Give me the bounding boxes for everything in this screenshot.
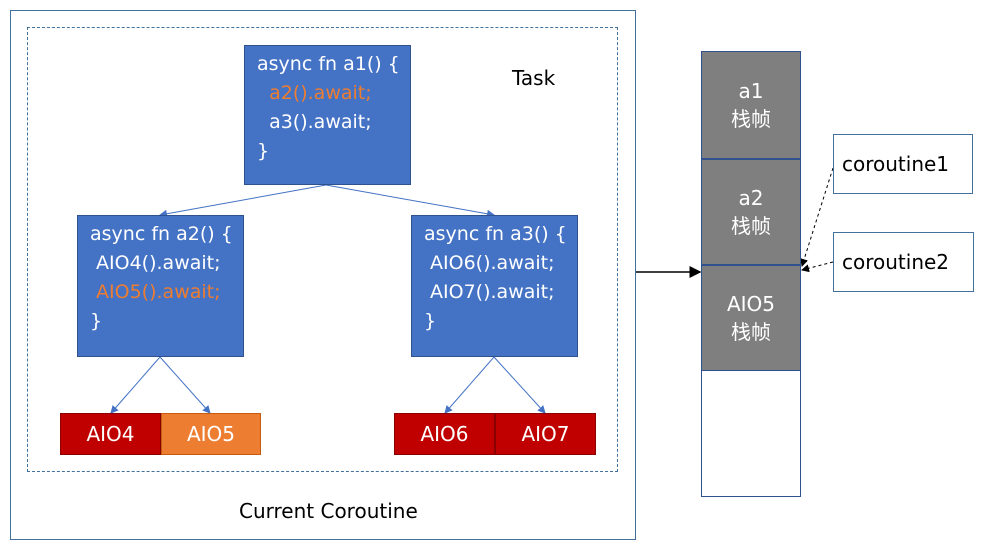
stack-frame-label: 栈帧 [731, 320, 771, 344]
leaf-aio4: AIO4 [60, 413, 161, 455]
task-container [27, 27, 618, 472]
container-label: Current Coroutine [239, 499, 418, 523]
pointer-coroutine2 [801, 261, 834, 273]
code-line-active: AIO5().await; [90, 281, 221, 303]
stack-frame-name: AIO5 [726, 292, 776, 316]
code-line: } [424, 310, 437, 332]
code-line: AIO4().await; [90, 252, 221, 274]
edge-a2-aio4 [110, 356, 161, 414]
function-a2: async fn a2() { AIO4().await; AIO5().awa… [77, 215, 244, 357]
stack-frame-aio5: AIO5 栈帧 [701, 265, 801, 371]
current-coroutine-container [10, 10, 636, 540]
function-a1: async fn a1() { a2().await; a3().await; … [244, 45, 411, 185]
leaf-aio6: AIO6 [394, 413, 495, 455]
edge-a3-aio7 [493, 356, 546, 414]
coroutine1-box: coroutine1 [833, 134, 973, 194]
stack-frame-name: a2 [738, 186, 764, 210]
stack-frame-a1: a1 栈帧 [701, 51, 801, 159]
code-line: AIO6().await; [424, 252, 555, 274]
code-line: } [90, 310, 103, 332]
code-line: a3().await; [257, 111, 372, 133]
edge-a2-aio5 [159, 356, 211, 414]
code-line: async fn a2() { [90, 223, 233, 245]
edge-a1-a2 [159, 184, 327, 218]
stack-frame-label: 栈帧 [731, 214, 771, 238]
stack-frame-a2: a2 栈帧 [701, 159, 801, 265]
function-a3: async fn a3() { AIO6().await; AIO7().awa… [411, 215, 578, 357]
code-line: } [257, 140, 270, 162]
task-label: Task [512, 66, 556, 90]
edge-a1-a3 [325, 184, 495, 218]
coroutine2-box: coroutine2 [833, 232, 974, 292]
pointer-coroutine1 [800, 167, 834, 267]
code-line-active: a2().await; [257, 82, 372, 104]
code-line: async fn a1() { [257, 53, 400, 75]
stack-frame-name: a1 [738, 79, 764, 103]
code-line: async fn a3() { [424, 223, 567, 245]
code-line: AIO7().await; [424, 281, 555, 303]
leaf-aio7: AIO7 [495, 413, 596, 455]
edge-a3-aio6 [444, 356, 495, 414]
stack-frame-label: 栈帧 [731, 107, 771, 131]
leaf-aio5: AIO5 [161, 413, 261, 455]
